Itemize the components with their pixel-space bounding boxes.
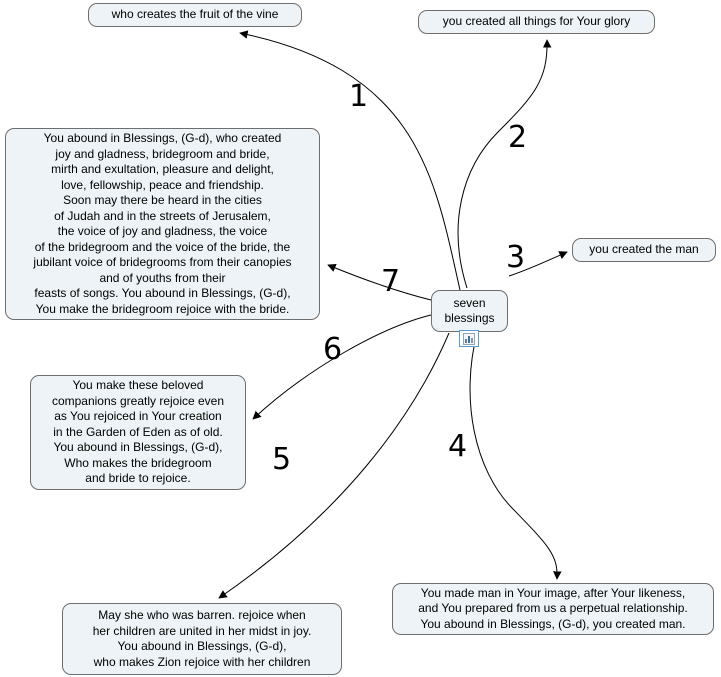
node-text: You abound in Blessings, (G-d), who crea… xyxy=(33,131,292,316)
branch-number-7: 7 xyxy=(381,264,401,299)
node-icon-frame[interactable] xyxy=(459,330,479,347)
node-text: You make these beloved companions greatl… xyxy=(51,378,225,486)
connector-4 xyxy=(469,332,562,580)
chart-icon xyxy=(463,332,475,345)
node-fruit-of-the-vine[interactable]: who creates the fruit of the vine xyxy=(88,3,302,27)
connector-2 xyxy=(457,39,552,289)
connector-6 xyxy=(252,314,432,420)
branch-number-4: 4 xyxy=(448,429,468,464)
node-text: you created the man xyxy=(589,242,699,257)
branch-number-5: 5 xyxy=(272,442,292,477)
node-zion-rejoice[interactable]: May she who was barren. rejoice when her… xyxy=(62,603,342,675)
node-text: You made man in Your image, after Your l… xyxy=(418,585,688,631)
branch-number-1: 1 xyxy=(349,79,369,114)
branch-number-2: 2 xyxy=(508,120,528,155)
center-node-label: seven blessings xyxy=(444,295,495,326)
branch-number-6: 6 xyxy=(323,332,343,367)
node-text: you created all things for Your glory xyxy=(442,14,631,29)
connector-7 xyxy=(327,263,432,301)
node-created-the-man[interactable]: you created the man xyxy=(572,238,716,262)
node-joy-and-gladness[interactable]: You abound in Blessings, (G-d), who crea… xyxy=(5,128,320,320)
node-beloved-companions[interactable]: You make these beloved companions greatl… xyxy=(30,375,246,490)
node-all-things-for-glory[interactable]: you created all things for Your glory xyxy=(418,10,655,34)
node-man-in-your-image[interactable]: You made man in Your image, after Your l… xyxy=(392,583,714,635)
connector-5 xyxy=(218,332,450,599)
node-text: who creates the fruit of the vine xyxy=(111,7,279,22)
center-node-seven-blessings[interactable]: seven blessings xyxy=(431,290,508,332)
branch-number-3: 3 xyxy=(506,240,526,275)
node-text: May she who was barren. rejoice when her… xyxy=(92,608,312,669)
